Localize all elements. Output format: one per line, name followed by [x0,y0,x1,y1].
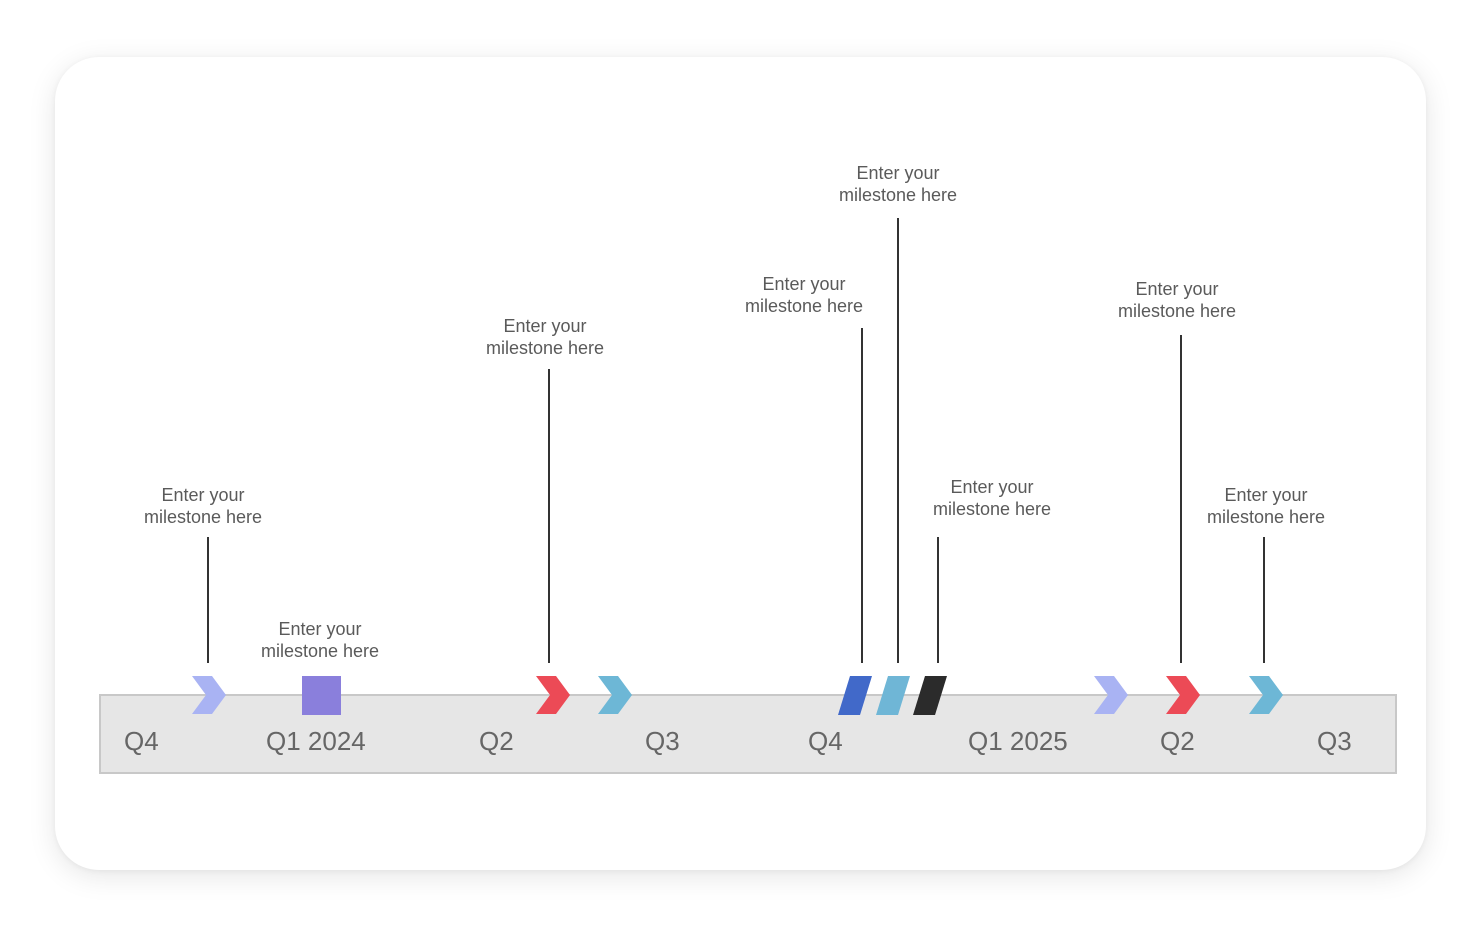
quarter-label: Q4 [124,726,159,756]
milestone-label: Enter your milestone here [103,484,303,528]
milestone-label-line: milestone here [838,185,958,205]
milestone-label: Enter your milestone here [445,315,645,359]
milestone-label: Enter your milestone here [892,476,1092,520]
sky-chevron-icon [598,676,632,714]
milestone-label: Enter your milestone here [798,162,998,206]
milestone-stem [937,537,939,663]
milestone-label-line: milestone here [1117,301,1237,321]
lavender-chevron-icon [192,676,226,714]
sky-chevron-icon [1249,676,1283,714]
milestone-stem [1263,537,1265,663]
milestone-label: Enter your milestone here [220,618,420,662]
milestone-label-line: Enter your [950,477,1034,497]
milestone-stem [897,218,899,663]
quarter-label: Q1 2025 [968,726,1068,756]
milestone-label-line: Enter your [1224,485,1308,505]
milestone-stem [548,369,550,663]
quarter-label: Q1 2024 [266,726,366,756]
quarter-label: Q4 [808,726,843,756]
milestone-label-line: Enter your [278,619,362,639]
milestone-label-line: milestone here [485,338,605,358]
milestone-stem [1180,335,1182,663]
milestone-label-line: milestone here [1206,507,1326,527]
milestone-label-line: milestone here [260,641,380,661]
quarter-label: Q2 [479,726,514,756]
milestone-label-line: Enter your [161,485,245,505]
milestone-label-line: Enter your [856,163,940,183]
milestone-label-line: milestone here [932,499,1052,519]
milestone-stem [207,537,209,663]
milestone-label-line: Enter your [1135,279,1219,299]
quarter-label: Q3 [645,726,680,756]
royal-parallelogram-icon [838,676,872,715]
milestone-label: Enter your milestone here [1077,278,1277,322]
quarter-label: Q2 [1160,726,1195,756]
milestone-label-line: Enter your [762,274,846,294]
light-blue-parallelogram-icon [876,676,910,715]
milestone-label: Enter your milestone here [704,273,904,317]
milestone-label: Enter your milestone here [1166,484,1366,528]
milestone-stem [861,328,863,663]
milestone-label-line: Enter your [503,316,587,336]
red-chevron-icon [1166,676,1200,714]
milestone-label-line: milestone here [143,507,263,527]
red-chevron-icon [536,676,570,714]
black-parallelogram-icon [913,676,947,715]
quarter-label: Q3 [1317,726,1352,756]
lavender-chevron-icon [1094,676,1128,714]
purple-square-icon [302,676,341,715]
milestone-label-line: milestone here [744,296,864,316]
